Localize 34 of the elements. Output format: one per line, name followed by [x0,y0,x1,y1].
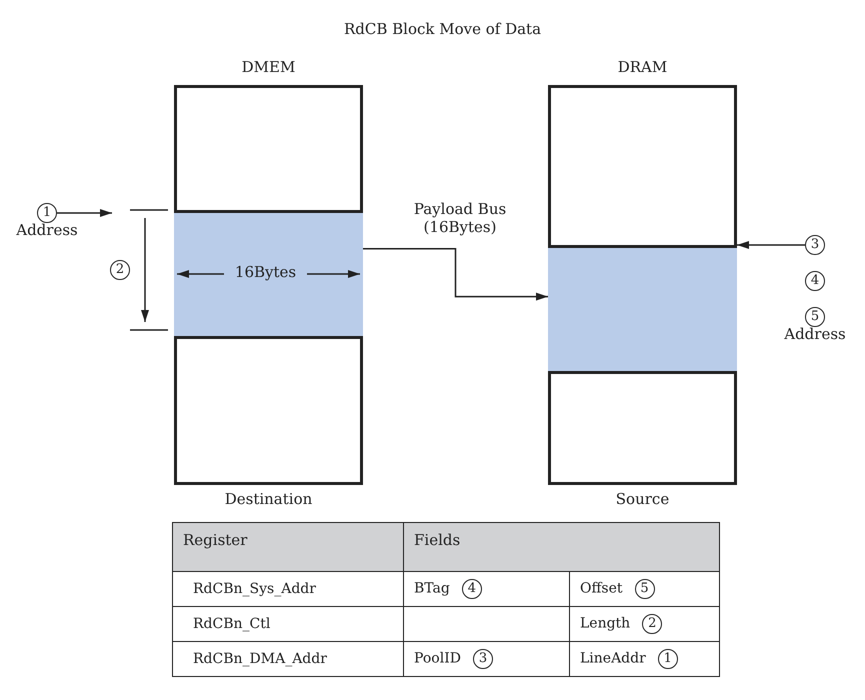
callout-number: 1 [658,649,678,669]
memory-label: DRAM [616,58,668,76]
callout-number: 2 [642,614,662,634]
dimension-label: 16Bytes [224,263,307,281]
edge-label: Payload Bus (16Bytes) [412,200,508,236]
callout-number: 2 [110,260,130,280]
arrow [737,241,805,249]
field-name: Length [580,616,630,632]
field-name: Offset [580,580,623,597]
field-name: BTag [414,580,450,597]
data-block [548,245,737,374]
diagram-title: RdCB Block Move of Data [342,20,542,38]
arrow [363,248,548,301]
memory-label: DMEM [240,58,296,76]
table-cell: RdCBn_DMA_Addr [172,642,404,676]
callout-number: 3 [805,235,825,255]
callout-number: 5 [805,307,825,327]
data-block [174,210,363,339]
memory-caption: Destination [224,490,314,508]
table-cell: RdCBn_Ctl [172,606,404,642]
address-label: Address [15,221,79,239]
field-name: LineAddr [580,650,646,667]
callout-number: 3 [472,649,493,669]
arrow [57,209,112,217]
memory-caption: Source [614,490,670,508]
address-label: Address [783,325,847,343]
callout-number: 4 [805,271,825,291]
callout-number: 4 [462,579,482,599]
callout-number: 1 [37,203,57,223]
table-cell: RdCBn_Sys_Addr [172,572,404,606]
header-cell: Fields [404,522,720,572]
header-cell: Register [172,522,404,572]
callout-number: 5 [634,579,655,599]
field-name: PoolID [414,650,461,667]
